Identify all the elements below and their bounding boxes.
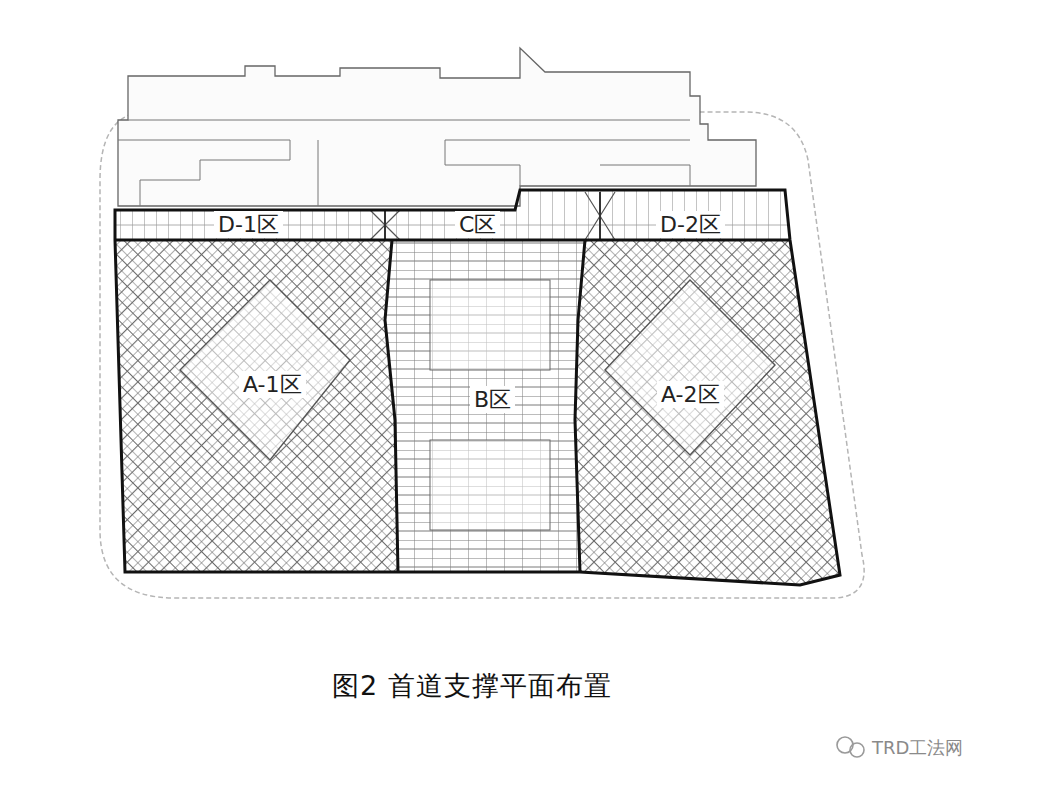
zone-label: C区	[455, 211, 500, 238]
zone-label: A-1区	[239, 371, 306, 398]
zone-label: D-1区	[214, 211, 283, 238]
zone-name: A-1区	[243, 372, 302, 397]
zone-label: D-2区	[656, 211, 725, 238]
figure-caption: 图2 首道支撑平面布置	[332, 668, 612, 704]
zone-name: D-2区	[660, 212, 721, 237]
zone-name: B区	[474, 387, 511, 412]
watermark: TRD工法网	[872, 736, 963, 760]
zone-label: B区	[470, 386, 515, 413]
zone-name: D-1区	[218, 212, 279, 237]
zone-label: A-2区	[657, 381, 724, 408]
zone-name: A-2区	[661, 382, 720, 407]
zone-name: C区	[459, 212, 496, 237]
